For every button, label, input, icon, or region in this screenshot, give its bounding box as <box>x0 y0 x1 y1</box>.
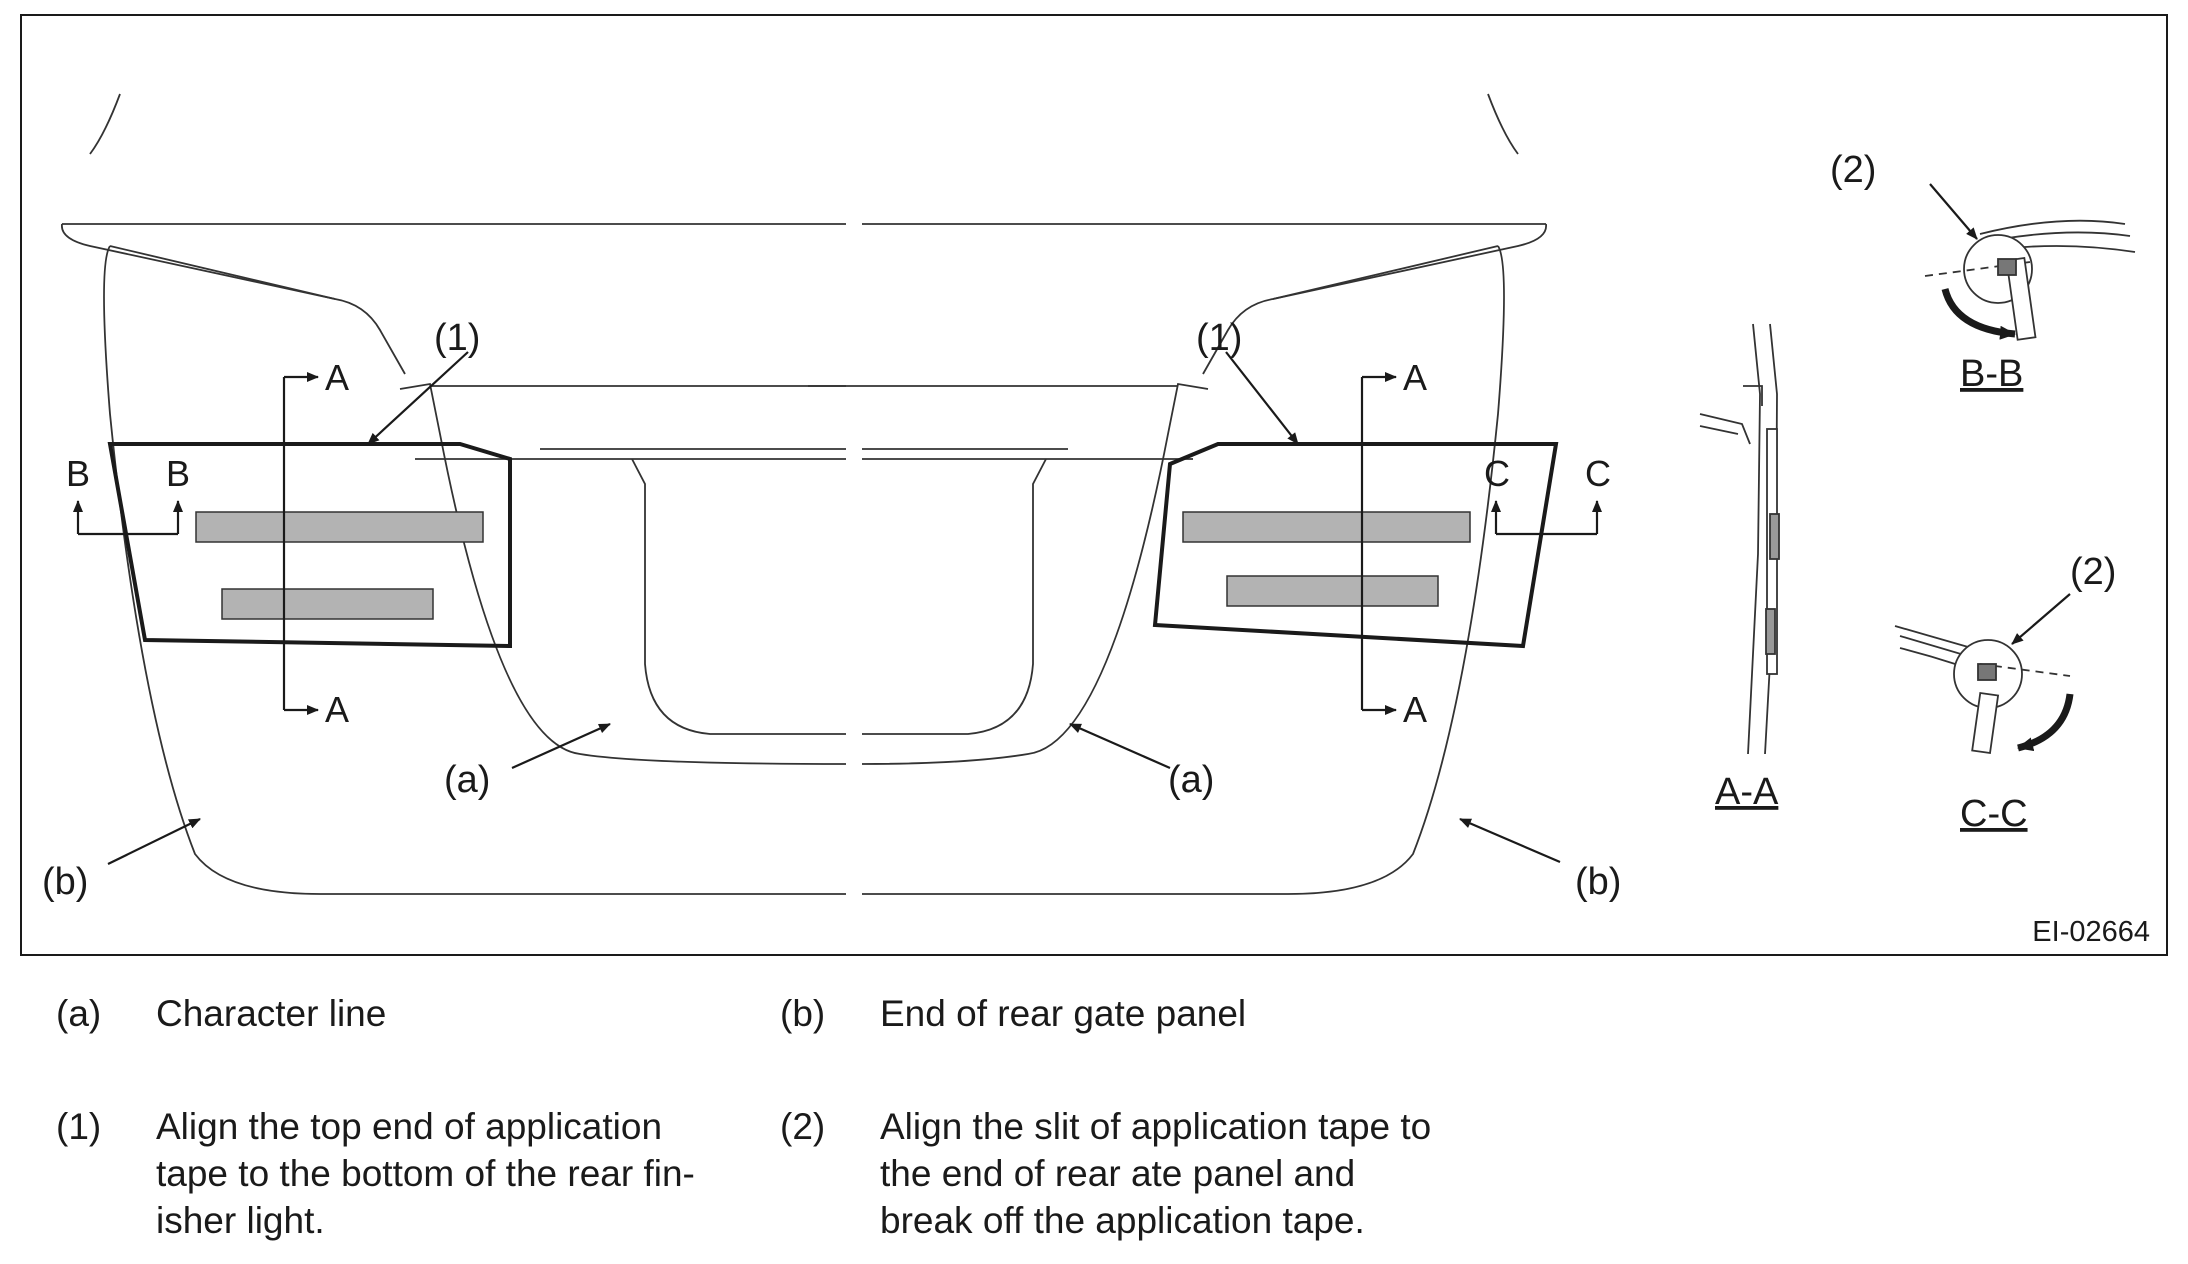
left-tape-strip-upper <box>195 511 484 543</box>
section-view-bb <box>1924 219 2136 341</box>
rear-gate-right-half <box>808 93 1547 895</box>
section-view-aa <box>1699 323 1780 755</box>
label-b-right: (b) <box>1575 861 1621 903</box>
legend-key-b: (b) <box>780 993 826 1034</box>
right-tape-strip-upper <box>1182 511 1471 543</box>
label-a-right: (a) <box>1168 759 1214 801</box>
leader-arrows <box>107 183 2071 865</box>
label-a-left: (a) <box>444 759 490 801</box>
section-A-right-top: A <box>1403 357 1427 398</box>
section-title-aa: A-A <box>1715 771 1779 813</box>
legend-text-a: Character line <box>156 993 387 1034</box>
right-application-tape <box>1152 442 1559 649</box>
label-1-right: (1) <box>1196 317 1242 359</box>
label-2-bb: (2) <box>1830 149 1876 191</box>
right-tape-strip-lower <box>1226 575 1439 607</box>
fold-arrow-bb <box>1941 287 2016 340</box>
fold-arrow-cc <box>2017 693 2074 752</box>
label-b-left: (b) <box>42 861 88 903</box>
legend-text-b: End of rear gate panel <box>880 993 1247 1034</box>
left-tape-strip-lower <box>221 588 434 620</box>
label-2-cc: (2) <box>2070 551 2116 593</box>
section-title-bb: B-B <box>1960 353 2023 395</box>
legend-key-2: (2) <box>780 1106 826 1147</box>
legend-key-1: (1) <box>56 1106 102 1147</box>
section-A-left-top: A <box>325 357 349 398</box>
section-view-cc <box>1894 625 2071 754</box>
figure-frame <box>20 14 2168 956</box>
legend-key-a: (a) <box>56 993 102 1034</box>
section-B-right: B <box>166 453 190 494</box>
legend-text-2: Align the slit of application tape to th… <box>880 1106 1432 1241</box>
section-C-left: C <box>1484 453 1510 494</box>
section-markers <box>73 372 1602 715</box>
section-C-right: C <box>1585 453 1611 494</box>
rear-gate-diagram: (1) (1) (a) (a) (b) (b) (2) (2) A A A A … <box>20 14 2168 956</box>
section-A-right-bottom: A <box>1403 689 1427 730</box>
legend-text-1: Align the top end of application tape to… <box>156 1106 695 1241</box>
label-1-left: (1) <box>434 317 480 359</box>
left-application-tape <box>107 442 512 649</box>
section-B-left: B <box>66 453 90 494</box>
figure-id: EI-02664 <box>2032 916 2150 948</box>
section-A-left-bottom: A <box>325 689 349 730</box>
section-title-cc: C-C <box>1960 793 2028 835</box>
